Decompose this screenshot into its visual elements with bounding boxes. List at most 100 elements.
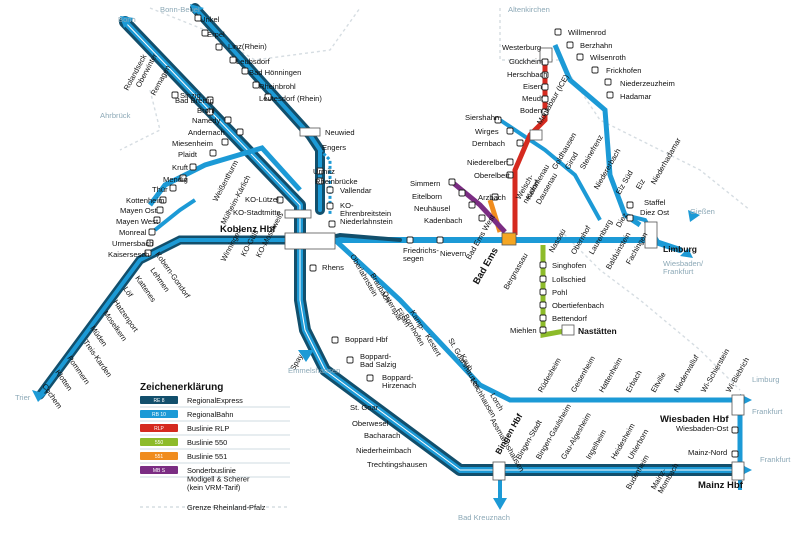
station-mainznord[interactable]: Mainz-Nord <box>688 448 727 457</box>
station-koluetzel[interactable]: KO-Lützel <box>245 195 279 204</box>
station-marker-niederlahnstein[interactable] <box>328 220 336 228</box>
station-marker-friedrichssegen[interactable] <box>406 236 414 244</box>
station-friedrichssegen[interactable]: Friedrichs-segen <box>403 246 439 263</box>
koblenz-hub-box[interactable] <box>284 232 336 250</box>
station-niederlahnstein[interactable]: Niederlahnstein <box>340 217 393 226</box>
station-singhofen[interactable]: Singhofen <box>552 261 586 270</box>
station-marker-niederelbert[interactable] <box>506 158 514 166</box>
station-marker-mayenost[interactable] <box>156 206 164 214</box>
station-holzhausen[interactable]: Bettendorf <box>552 314 588 323</box>
station-marker-niederzeuzheim[interactable] <box>604 78 612 86</box>
station-hirzenach[interactable]: Boppard-Hirzenach <box>382 373 416 390</box>
station-erbach[interactable]: Erbach <box>624 369 644 394</box>
station-marker-wirges[interactable] <box>506 127 514 135</box>
station-stgoar[interactable]: St. Goar <box>350 403 379 412</box>
station-marker-andernach[interactable] <box>236 128 244 136</box>
destination-bonnbeuel[interactable]: Bonn-Beuel <box>160 5 200 14</box>
station-eitelborn[interactable]: Eitelborn <box>412 192 442 201</box>
station-marker-eisen[interactable] <box>541 83 549 91</box>
station-niederelbert[interactable]: Niederelbert <box>467 158 509 167</box>
station-marker-namedy[interactable] <box>224 116 232 124</box>
destination-bonn[interactable]: Bonn <box>118 15 136 24</box>
station-marker-urmitz[interactable] <box>316 167 324 175</box>
station-leutesdorf[interactable]: Leutesdorf (Rhein) <box>259 94 322 103</box>
station-marker-dernbach[interactable] <box>516 139 524 147</box>
destination-ahrbrueck[interactable]: Ahrbrück <box>100 111 131 120</box>
station-marker-badbreisig[interactable] <box>206 96 214 104</box>
station-neuwied[interactable]: Neuwied <box>325 128 355 137</box>
station-badbreisig[interactable]: Bad Breisig <box>175 96 214 105</box>
station-marker-ehrenbreitstein[interactable] <box>326 202 334 210</box>
station-marker-mendig[interactable] <box>179 174 187 182</box>
station-marker-oberelbert[interactable] <box>506 171 514 179</box>
station-marker-hadamar[interactable] <box>606 91 614 99</box>
station-badsalzig[interactable]: Boppard-Bad Salzig <box>360 352 396 369</box>
station-berzhahn[interactable]: Berzhahn <box>580 41 613 50</box>
station-marker-herschbach[interactable] <box>541 71 549 79</box>
station-marker-boppard[interactable] <box>331 336 339 344</box>
station-marker-obertiefenbach[interactable] <box>539 301 547 309</box>
station-marker-holzhausen[interactable] <box>539 314 547 322</box>
station-boden[interactable]: Boden <box>520 106 542 115</box>
station-marker-erpel[interactable] <box>201 29 209 37</box>
station-linz[interactable]: Linz(Rhein) <box>228 42 267 51</box>
station-pohl[interactable]: Pohl <box>552 288 568 297</box>
destination-badkreuznach[interactable]: Bad Kreuznach <box>458 513 510 522</box>
station-rheinbruecke[interactable]: Rheinbrücke <box>315 177 358 186</box>
station-marker-willmenrod[interactable] <box>554 28 562 36</box>
station-marker-boden[interactable] <box>541 108 549 116</box>
station-wiesbadenost[interactable]: Wiesbaden-Ost <box>676 424 729 433</box>
station-ingelheim[interactable]: Ingelheim <box>584 428 608 461</box>
station-marker-plaidt[interactable] <box>209 149 217 157</box>
station-wibiebrich[interactable]: Wi-Biebrich <box>724 356 751 394</box>
station-geisenheim[interactable]: Geisenheim <box>569 354 597 394</box>
station-plaidt[interactable]: Plaidt <box>178 150 198 159</box>
station-marker-kaisersesch[interactable] <box>144 249 152 257</box>
station-marker-unkel[interactable] <box>194 14 202 22</box>
destination-wiesbaden_frankfurt[interactable]: Wiesbaden/Frankfurt <box>663 259 704 276</box>
hub-koblenz[interactable]: Koblenz Hbf <box>220 224 276 235</box>
station-trechtingshausen[interactable]: Trechtingshausen <box>367 460 427 469</box>
station-kottenheim[interactable]: Kottenheim <box>126 196 164 205</box>
station-marker-monreal[interactable] <box>148 228 156 236</box>
station-niederzeuzheim[interactable]: Niederzeuzheim <box>620 79 675 88</box>
station-monreal[interactable]: Monreal <box>119 228 147 237</box>
station-elzsued[interactable]: Elz Süd <box>614 169 635 196</box>
destination-limburg_dest[interactable]: Limburg <box>752 375 779 384</box>
hub-limburg[interactable]: Limburg <box>663 244 697 254</box>
bad-ems-hub-box[interactable] <box>501 232 517 246</box>
station-marker-gueckheim[interactable] <box>541 58 549 66</box>
station-marker-simmern[interactable] <box>448 178 456 186</box>
station-erpel[interactable]: Erpel <box>207 30 225 39</box>
limburg-hub-box[interactable] <box>644 221 658 249</box>
station-brohl[interactable]: Brohl <box>197 106 215 115</box>
bingen-hub-box[interactable] <box>492 461 506 481</box>
station-kadenbach[interactable]: Kadenbach <box>424 216 462 225</box>
station-marker-thuer[interactable] <box>169 184 177 192</box>
station-marker-hirzenach[interactable] <box>366 374 374 382</box>
station-marker-eitelborn[interactable] <box>458 189 466 197</box>
kostadtmitte-hub-box[interactable] <box>284 209 312 219</box>
station-miehlen[interactable]: Miehlen <box>510 326 537 335</box>
station-marker-nievern[interactable] <box>436 236 444 244</box>
station-staffel[interactable]: Staffel <box>644 198 666 207</box>
station-unkel[interactable]: Unkel <box>200 15 220 24</box>
destination-frankfurt2[interactable]: Frankfurt <box>760 455 791 464</box>
station-niederhadamar[interactable]: Niederhadamar <box>649 136 683 186</box>
station-boppard[interactable]: Boppard Hbf <box>345 335 389 344</box>
station-ruedesheim[interactable]: Rüdesheim <box>536 356 563 394</box>
station-marker-rhens[interactable] <box>309 264 317 272</box>
station-eisen[interactable]: Eisen <box>523 82 542 91</box>
station-marker-sinzig[interactable] <box>171 91 179 99</box>
neuwied-hub-box[interactable] <box>299 127 321 137</box>
station-kostadtmitte[interactable]: KO-Stadtmitte <box>233 208 281 217</box>
station-rheinbrohl[interactable]: Rheinbrohl <box>259 82 296 91</box>
station-marker-berzhahn[interactable] <box>566 41 574 49</box>
station-marker-badhoenningen[interactable] <box>241 67 249 75</box>
station-hattenheim[interactable]: Hattenheim <box>597 356 624 394</box>
destination-altenkirchen[interactable]: Altenkirchen <box>508 5 550 14</box>
station-meudt[interactable]: Meudt <box>522 94 544 103</box>
station-mendig[interactable]: Mendig <box>163 175 188 184</box>
station-bergnassau[interactable]: Bergnassau <box>502 252 530 292</box>
station-miesenheim[interactable]: Miesenheim <box>172 139 213 148</box>
